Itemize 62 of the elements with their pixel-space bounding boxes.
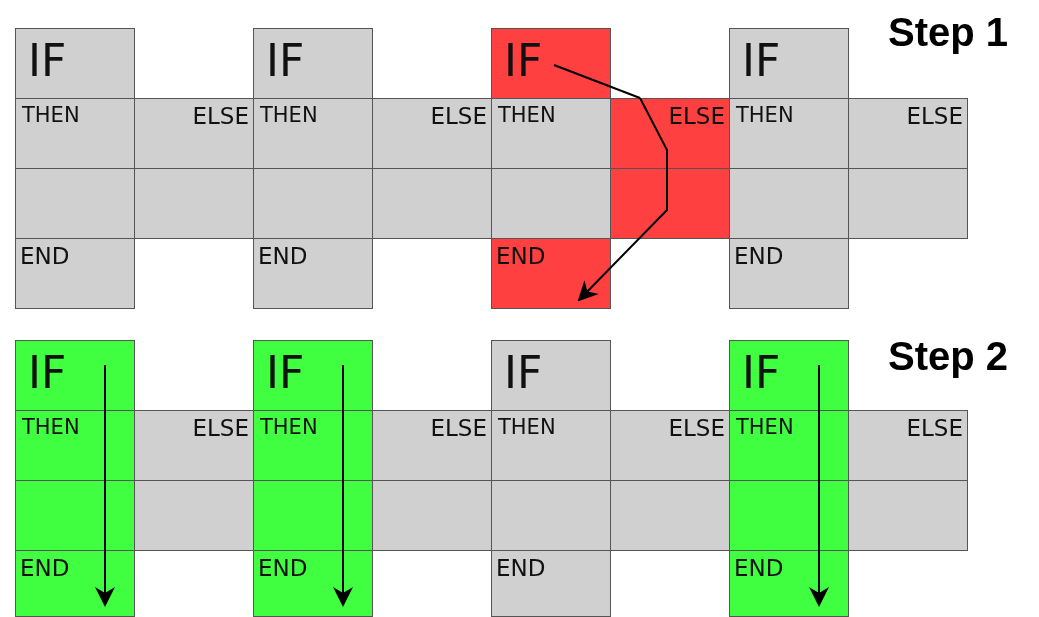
grid-cell: THEN (15, 410, 135, 481)
grid-cell: THEN (491, 98, 611, 169)
arrow (809, 479, 829, 607)
grid-cell: END (253, 550, 373, 617)
grid-cell (729, 168, 849, 239)
arrow (333, 479, 353, 607)
grid-cell (372, 168, 492, 239)
grid-cell: END (253, 238, 373, 309)
grid-cell: IF (253, 28, 373, 99)
connector-line (342, 409, 344, 481)
grid-cell: THEN (15, 98, 135, 169)
connector-line (104, 409, 106, 481)
grid-cell: IF (729, 28, 849, 99)
grid-cell: THEN (253, 98, 373, 169)
grid-cell: ELSE (372, 410, 492, 481)
connector-line (553, 64, 641, 99)
grid-cell: IF (15, 340, 135, 411)
grid-cell (15, 168, 135, 239)
grid-cell: ELSE (848, 410, 968, 481)
connector-line (342, 364, 344, 411)
step-heading: Step 2 (888, 334, 1009, 379)
grid-cell: END (491, 550, 611, 617)
step-heading: Step 1 (888, 10, 1009, 55)
grid-cell (610, 480, 730, 551)
grid-cell (253, 480, 373, 551)
connector-line (104, 364, 106, 411)
grid-cell: ELSE (848, 98, 968, 169)
grid-cell (491, 480, 611, 551)
arrow (95, 479, 115, 607)
grid-cell: IF (491, 28, 611, 99)
grid-cell: ELSE (134, 98, 254, 169)
grid-cell: END (491, 238, 611, 309)
grid-cell (848, 480, 968, 551)
grid-cell: ELSE (610, 410, 730, 481)
arrow (577, 167, 668, 302)
connector-line (639, 97, 668, 169)
grid-cell: ELSE (134, 410, 254, 481)
grid-cell (134, 480, 254, 551)
grid-cell (372, 480, 492, 551)
connector-line (818, 409, 820, 481)
grid-cell: IF (253, 340, 373, 411)
grid-cell (848, 168, 968, 239)
connector-line (818, 364, 820, 411)
grid-cell: IF (729, 340, 849, 411)
grid-cell (134, 168, 254, 239)
grid-cell (491, 168, 611, 239)
grid-cell: END (729, 550, 849, 617)
grid-cell: THEN (491, 410, 611, 481)
grid-cell: END (15, 550, 135, 617)
grid-cell: IF (15, 28, 135, 99)
grid-cell (729, 480, 849, 551)
grid-cell: ELSE (610, 98, 730, 169)
grid-cell (15, 480, 135, 551)
grid-cell: IF (491, 340, 611, 411)
grid-cell (253, 168, 373, 239)
grid-cell: END (15, 238, 135, 309)
grid-cell (610, 168, 730, 239)
grid-cell: THEN (253, 410, 373, 481)
grid-cell: THEN (729, 410, 849, 481)
grid-cell: THEN (729, 98, 849, 169)
grid-cell: ELSE (372, 98, 492, 169)
grid-cell: END (729, 238, 849, 309)
